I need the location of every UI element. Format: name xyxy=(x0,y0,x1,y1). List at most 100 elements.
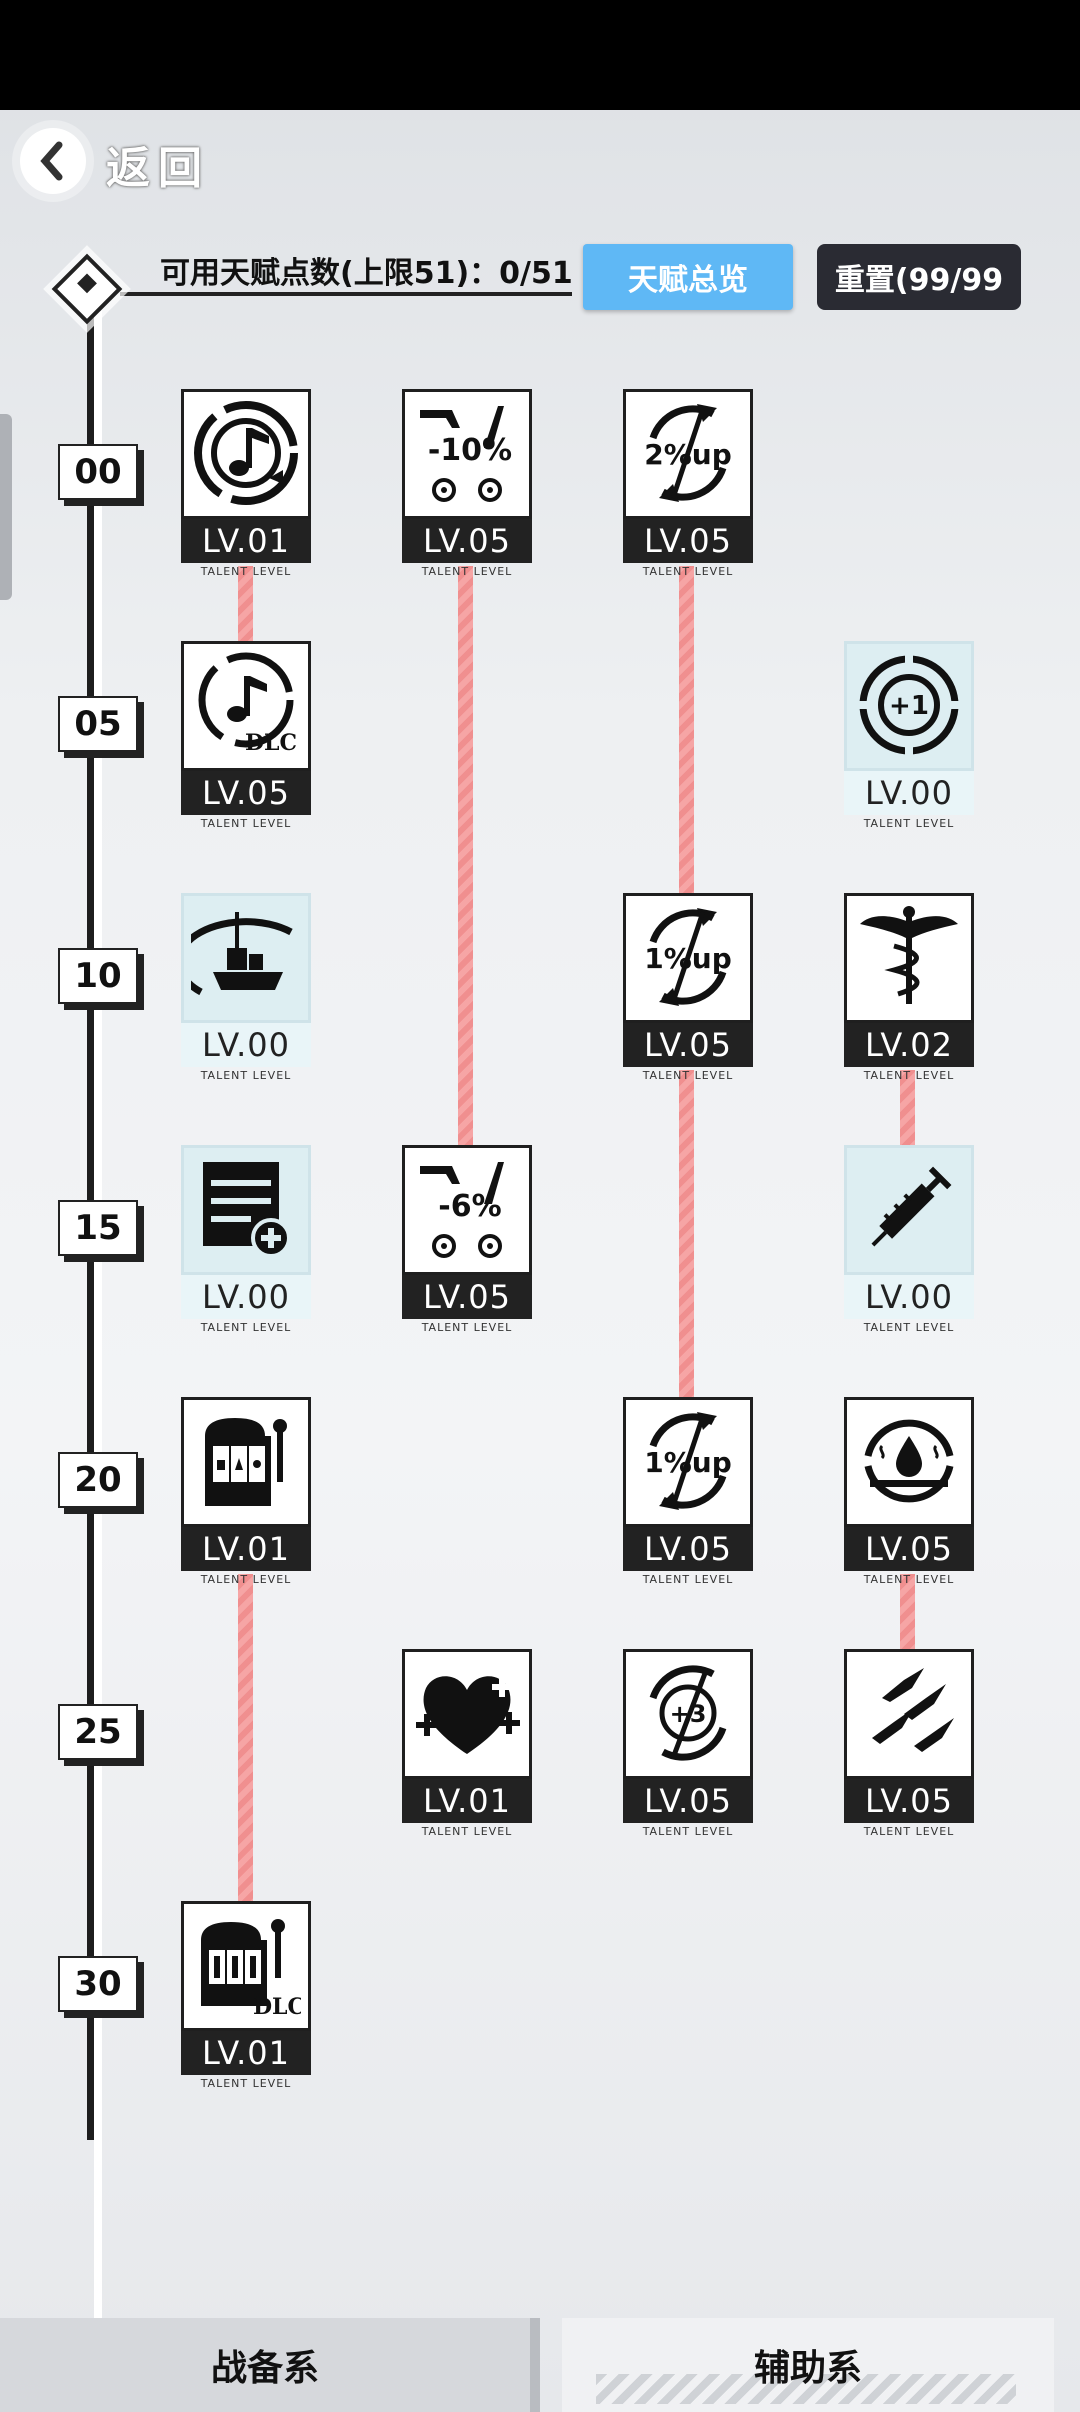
talent-level: LV.00 xyxy=(844,771,974,815)
header-divider xyxy=(120,292,572,296)
talent-level-caption: TALENT LEVEL xyxy=(421,1825,513,1838)
talent-icon-frame: DLC xyxy=(181,1901,311,2031)
talent-node-up-1a[interactable]: 1%up LV.05 TALENT LEVEL xyxy=(623,893,753,1082)
talent-node-up-2[interactable]: 2%up LV.05 TALENT LEVEL xyxy=(623,389,753,578)
talent-level-caption: TALENT LEVEL xyxy=(863,1321,955,1334)
discount-text: -6% xyxy=(438,1189,501,1224)
list-add-icon xyxy=(203,1162,291,1258)
talent-node-music-disc[interactable]: LV.01 TALENT LEVEL xyxy=(181,389,311,578)
back-button[interactable]: 返回 xyxy=(0,112,260,222)
talent-level: LV.05 xyxy=(623,1023,753,1067)
talent-connector xyxy=(238,566,253,642)
talent-level-caption: TALENT LEVEL xyxy=(200,565,292,578)
talent-icon-frame xyxy=(402,1649,532,1779)
talent-level: LV.05 xyxy=(402,519,532,563)
talent-level-caption: TALENT LEVEL xyxy=(200,1573,292,1586)
talent-level-caption: TALENT LEVEL xyxy=(200,1069,292,1082)
talent-node-drop[interactable]: LV.05 TALENT LEVEL xyxy=(844,1397,974,1586)
talent-node-cart-10[interactable]: -10% LV.05 TALENT LEVEL xyxy=(402,389,532,578)
talent-level: LV.01 xyxy=(402,1779,532,1823)
missiles-icon xyxy=(872,1668,954,1752)
talent-level: LV.01 xyxy=(181,519,311,563)
timeline-track xyxy=(94,300,102,2320)
talent-icon-frame xyxy=(844,893,974,1023)
cart-discount-icon: -6% xyxy=(420,1162,504,1258)
talent-icon-frame xyxy=(844,1145,974,1275)
talent-node-list-add[interactable]: LV.00 TALENT LEVEL xyxy=(181,1145,311,1334)
percent-up-icon: 1%up xyxy=(644,908,732,1006)
talent-icon-frame xyxy=(181,893,311,1023)
discount-text: -10% xyxy=(428,433,512,468)
talent-connector xyxy=(458,566,473,1148)
percent-up-icon: 2%up xyxy=(644,404,732,502)
bonus-text: +3 xyxy=(670,1700,707,1728)
dlc-text: DLC xyxy=(253,1994,301,2020)
talent-node-caduceus[interactable]: LV.02 TALENT LEVEL xyxy=(844,893,974,1082)
talent-level-caption: TALENT LEVEL xyxy=(863,1825,955,1838)
talent-node-up-1b[interactable]: 1%up LV.05 TALENT LEVEL xyxy=(623,1397,753,1586)
talent-level: LV.01 xyxy=(181,2031,311,2075)
ship-icon xyxy=(191,912,293,996)
talent-level-caption: TALENT LEVEL xyxy=(642,1069,734,1082)
level-marker-15: 15 xyxy=(58,1200,138,1256)
talent-node-syringe[interactable]: LV.00 TALENT LEVEL xyxy=(844,1145,974,1334)
percent-up-icon: 1%up xyxy=(644,1412,732,1510)
level-marker-25: 25 xyxy=(58,1704,138,1760)
talent-level: LV.05 xyxy=(623,1779,753,1823)
talent-level-caption: TALENT LEVEL xyxy=(200,1321,292,1334)
talent-icon-frame: -10% xyxy=(402,389,532,519)
talent-node-missiles[interactable]: LV.05 TALENT LEVEL xyxy=(844,1649,974,1838)
plus-three-icon: +3 xyxy=(649,1665,727,1761)
talent-level: LV.00 xyxy=(181,1023,311,1067)
talent-level-caption: TALENT LEVEL xyxy=(642,1825,734,1838)
talent-level: LV.05 xyxy=(623,1527,753,1571)
plus-one-icon: +1 xyxy=(858,654,960,756)
level-marker-05: 05 xyxy=(58,696,138,752)
talent-icon-frame: DLC xyxy=(181,641,311,771)
heart-plus-icon xyxy=(416,1676,520,1754)
talent-level-caption: TALENT LEVEL xyxy=(642,1573,734,1586)
talent-level: LV.00 xyxy=(844,1275,974,1319)
music-disc-icon xyxy=(194,401,298,505)
talent-node-plus-1[interactable]: +1 LV.00 TALENT LEVEL xyxy=(844,641,974,830)
talent-connector xyxy=(900,1070,915,1146)
talent-icon-frame: -6% xyxy=(402,1145,532,1275)
tab-auxiliary[interactable]: 辅助系 xyxy=(562,2318,1054,2412)
bonus-text: 1%up xyxy=(644,942,732,975)
talent-connector xyxy=(238,1574,253,1902)
talent-overview-button[interactable]: 天赋总览 xyxy=(583,244,793,310)
talent-level: LV.05 xyxy=(844,1779,974,1823)
talent-icon-frame: +1 xyxy=(844,641,974,771)
bottom-tab-bar: 战备系 辅助系 xyxy=(0,2318,1080,2412)
syringe-icon xyxy=(871,1166,952,1247)
reset-button[interactable]: 重置(99/99 xyxy=(817,244,1021,310)
talent-node-ship[interactable]: LV.00 TALENT LEVEL xyxy=(181,893,311,1082)
talent-connector xyxy=(679,566,694,896)
tab-war-preparation[interactable]: 战备系 xyxy=(0,2318,540,2412)
slot-dlc-icon: DLC xyxy=(201,1919,301,2020)
talent-level: LV.05 xyxy=(844,1527,974,1571)
level-marker-00: 00 xyxy=(58,444,138,500)
talent-level-caption: TALENT LEVEL xyxy=(863,1069,955,1082)
talent-node-slot-dlc[interactable]: DLC LV.01 TALENT LEVEL xyxy=(181,1901,311,2090)
talent-level: LV.05 xyxy=(181,771,311,815)
talent-node-plus-3[interactable]: +3 LV.05 TALENT LEVEL xyxy=(623,1649,753,1838)
talent-node-slot[interactable]: LV.01 TALENT LEVEL xyxy=(181,1397,311,1586)
talent-icon-frame: 1%up xyxy=(623,893,753,1023)
level-marker-10: 10 xyxy=(58,948,138,1004)
level-marker-30: 30 xyxy=(58,1956,138,2012)
talent-node-heart[interactable]: LV.01 TALENT LEVEL xyxy=(402,1649,532,1838)
bonus-text: 2%up xyxy=(644,438,732,471)
talent-level-caption: TALENT LEVEL xyxy=(642,565,734,578)
talent-level: LV.05 xyxy=(623,519,753,563)
talent-node-music-dlc[interactable]: DLC LV.05 TALENT LEVEL xyxy=(181,641,311,830)
slot-machine-icon xyxy=(205,1418,287,1506)
tab-stripe-decoration xyxy=(596,2374,1016,2404)
talent-level-caption: TALENT LEVEL xyxy=(421,1321,513,1334)
talent-icon-frame xyxy=(181,389,311,519)
talent-icon-frame xyxy=(181,1397,311,1527)
talent-node-cart-6[interactable]: -6% LV.05 TALENT LEVEL xyxy=(402,1145,532,1334)
side-handle[interactable] xyxy=(0,414,12,600)
back-label: 返回 xyxy=(106,143,210,194)
talent-connector xyxy=(679,1070,694,1400)
